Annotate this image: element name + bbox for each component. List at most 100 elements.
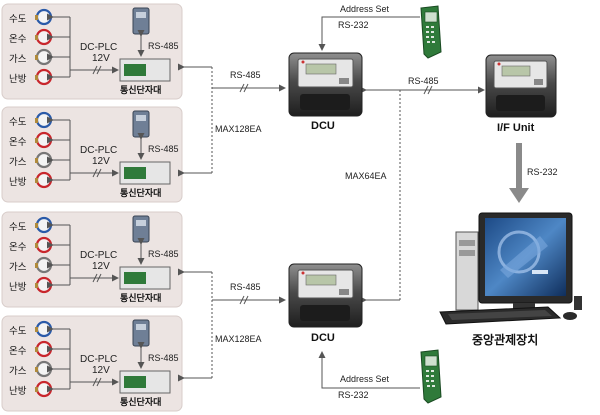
pipe-fitting (35, 15, 38, 20)
meter-label: 온수 (9, 34, 27, 45)
terminal-pcb (124, 167, 146, 179)
link-slash (92, 168, 98, 178)
label-address-set-top: Address Set (340, 4, 390, 14)
meter-icon (35, 171, 53, 189)
label-max-bottom: MAX128EA (215, 334, 262, 344)
pipe-fitting (35, 35, 38, 40)
meter-label: 가스 (9, 366, 27, 377)
plc-voltage-label: 12V (92, 261, 110, 272)
pipe-fitting (35, 367, 38, 372)
terminal-block-label: 통신단자대 (120, 397, 162, 407)
converter-label-plate (136, 220, 146, 226)
label-if-unit: I/F Unit (497, 122, 535, 134)
central-pc (439, 212, 582, 325)
meter-label: 난방 (9, 74, 27, 85)
meter-label: 수도 (9, 222, 27, 233)
meter-icon (35, 216, 53, 234)
link-slash (92, 377, 98, 387)
label-rs485-dcu-if: RS-485 (408, 76, 439, 86)
label-rs485-bottom: RS-485 (230, 282, 261, 292)
pipe-fitting (35, 138, 38, 143)
terminal-pcb (124, 376, 146, 388)
pipe-fitting (35, 347, 38, 352)
link-slash (96, 168, 102, 178)
meter-label: 난방 (9, 177, 27, 188)
converter-label-plate (136, 115, 146, 121)
converter-rs485-label: RS-485 (148, 144, 179, 154)
label-dcu-bottom: DCU (311, 332, 335, 344)
plc-label: DC-PLC (80, 145, 118, 156)
meter-label: 온수 (9, 242, 27, 253)
link-slash (92, 273, 98, 283)
meter-label: 가스 (9, 54, 27, 65)
rs485-converter-icon (132, 7, 150, 35)
meter-icon (35, 320, 53, 338)
meter-icon (35, 256, 53, 274)
label-rs485-top: RS-485 (230, 70, 261, 80)
rs485-converter-icon (132, 319, 150, 347)
dcu-device-bottom (288, 263, 363, 328)
meter-icon (35, 380, 53, 398)
meter-label: 난방 (9, 386, 27, 397)
pipe-fitting (35, 387, 38, 392)
label-central: 중앙관제장치 (472, 333, 539, 347)
pipe-fitting (35, 243, 38, 248)
link-slash (96, 65, 102, 75)
pipe-fitting (35, 283, 38, 288)
converter-rs485-label: RS-485 (148, 41, 179, 51)
pipe-fitting (35, 75, 38, 80)
terminal-block-label: 통신단자대 (120, 85, 162, 95)
meter-label: 수도 (9, 326, 27, 337)
converter-rs485-label: RS-485 (148, 353, 179, 363)
plc-voltage-label: 12V (92, 156, 110, 167)
pipe-fitting (35, 55, 38, 60)
label-rs232-down: RS-232 (527, 167, 558, 177)
label-address-set-bottom: Address Set (340, 374, 390, 384)
pipe-fitting (35, 178, 38, 183)
meter-icon (35, 48, 53, 66)
converter-label-plate (136, 12, 146, 18)
pipe-fitting (35, 118, 38, 123)
meter-label: 난방 (9, 282, 27, 293)
pipe-fitting (35, 327, 38, 332)
plc-voltage-label: 12V (92, 365, 110, 376)
rs485-converter-icon (132, 110, 150, 138)
meter-icon (35, 340, 53, 358)
label-rs232-bottom: RS-232 (338, 390, 369, 400)
link-slash (96, 377, 102, 387)
link-slash (96, 273, 102, 283)
meter-icon (35, 236, 53, 254)
meter-label: 가스 (9, 262, 27, 273)
converter-label-plate (136, 324, 146, 330)
converter-rs485-label: RS-485 (148, 249, 179, 259)
terminal-pcb (124, 272, 146, 284)
meter-label: 온수 (9, 137, 27, 148)
label-dcu-top: DCU (311, 120, 335, 132)
meter-label: 수도 (9, 14, 27, 25)
plc-label: DC-PLC (80, 250, 118, 261)
label-max-mid: MAX64EA (345, 171, 387, 181)
label-rs232-top: RS-232 (338, 20, 369, 30)
terminal-pcb (124, 64, 146, 76)
terminal-block-label: 통신단자대 (120, 293, 162, 303)
label-max-top: MAX128EA (215, 124, 262, 134)
terminal-block-label: 통신단자대 (120, 188, 162, 198)
plc-label: DC-PLC (80, 42, 118, 53)
meter-icon (35, 28, 53, 46)
plc-label: DC-PLC (80, 354, 118, 365)
meter-icon (35, 111, 53, 129)
handheld-terminal-top (420, 5, 442, 59)
handheld-terminal-bottom (420, 349, 442, 404)
meter-label: 온수 (9, 346, 27, 357)
meter-icon (35, 360, 53, 378)
meter-label: 수도 (9, 117, 27, 128)
meter-icon (35, 276, 53, 294)
rs485-converter-icon (132, 215, 150, 243)
meter-icon (35, 131, 53, 149)
dcu-device-top (288, 52, 363, 117)
if-unit-device (485, 54, 557, 118)
meter-icon (35, 151, 53, 169)
link-slash (92, 65, 98, 75)
plc-voltage-label: 12V (92, 53, 110, 64)
